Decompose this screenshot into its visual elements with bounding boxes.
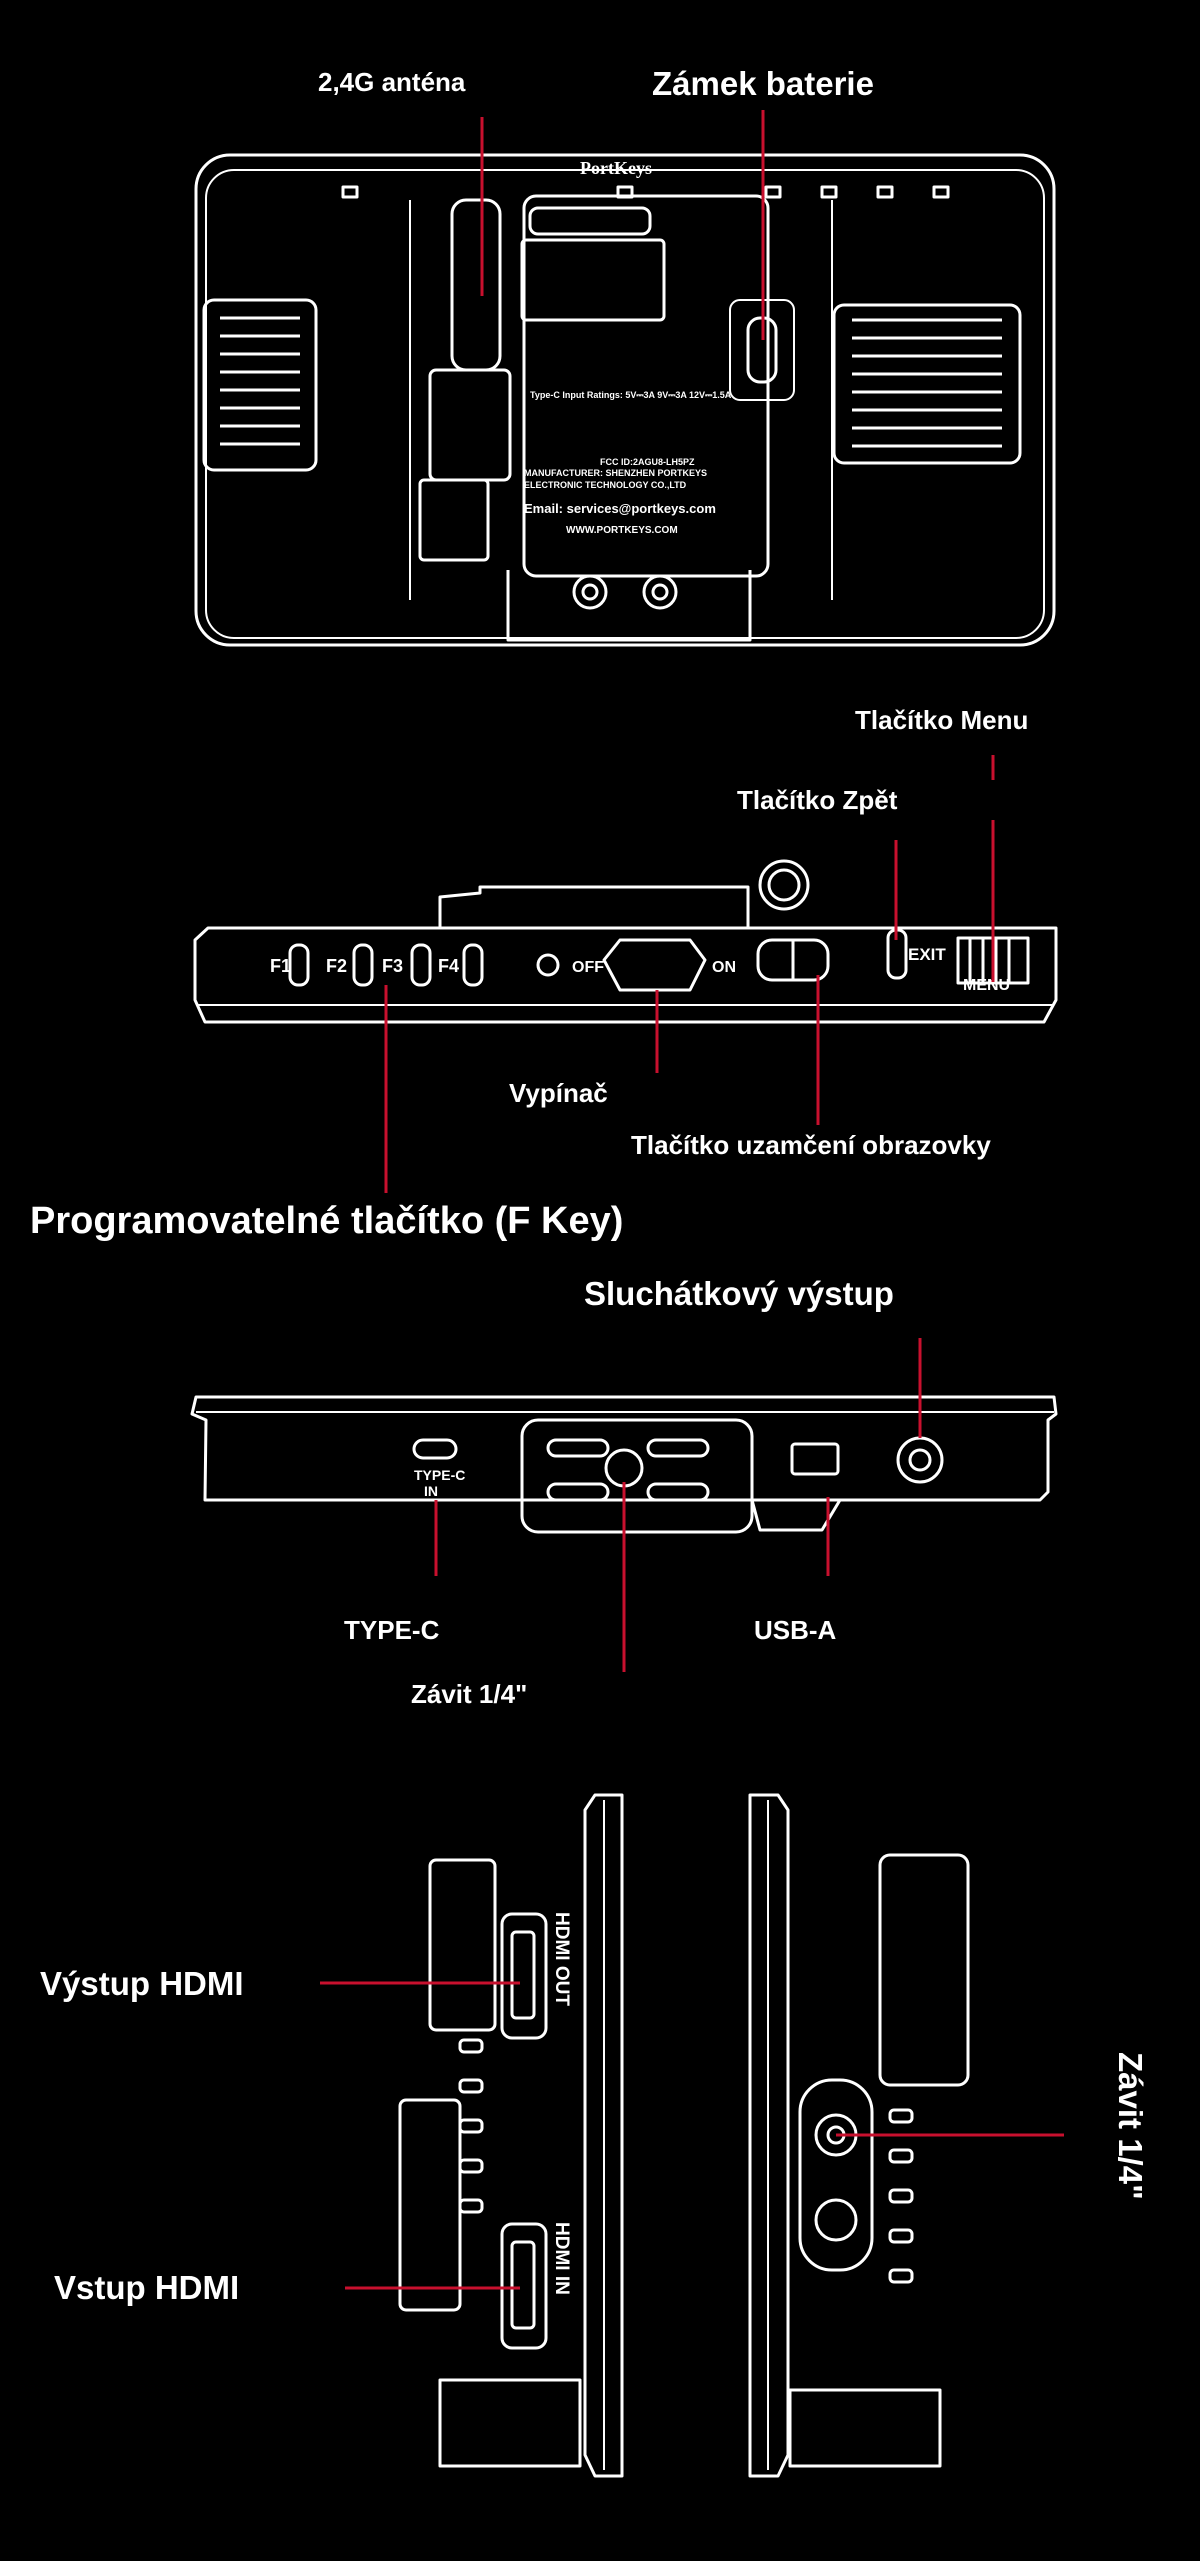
hdmi-out-text: HDMI OUT [551,1912,572,2006]
leader-lines [320,100,1064,2290]
label-antenna: 2,4G anténa [312,62,607,102]
menu-text: MENU [963,977,1010,994]
right-vent [832,303,1022,465]
label-back-button: Tlačítko Zpět [731,780,995,820]
label-thread-bottom: Závit 1/4" [405,1672,826,1716]
label-usb-a: USB-A [748,1610,902,1650]
email-text: Email: services@portkeys.com [524,501,716,516]
label-type-c: TYPE-C [338,1610,510,1650]
off-text: OFF [572,959,604,976]
top-edge-view [193,859,1058,1024]
left-side-view [398,1793,624,2478]
back-view [194,153,1056,647]
label-thread-side-box: Závit 1/4" [1078,1912,1170,2324]
brand-text: PortKeys [580,158,652,178]
label-battery-lock: Zámek baterie [646,58,910,110]
type-c-port-text: TYPE-C [414,1467,465,1483]
right-side-view [748,1793,970,2478]
website-text: WWW.PORTKEYS.COM [566,525,678,536]
left-vent [202,298,318,472]
label-f-key: Programovatelné tlačítko (F Key) [24,1193,710,1249]
label-screen-lock: Tlačítko uzamčení obrazovky [625,1125,1035,1165]
f3-text: F3 [382,956,403,976]
fcc-id-text: FCC ID:2AGU8-LH5PZ [600,457,695,467]
label-hdmi-out: Výstup HDMI [34,1958,320,2010]
f2-text: F2 [326,956,347,976]
f4-text: F4 [438,956,459,976]
type-c-in-text: IN [424,1483,438,1499]
label-menu-button: Tlačítko Menu [849,700,1131,740]
antenna-body [418,198,512,562]
on-text: ON [712,959,736,976]
manufacturer-text: MANUFACTURER: SHENZHEN PORTKEYS [524,468,707,478]
f1-text: F1 [270,956,291,976]
input-ratings-text: Type-C Input Ratings: 5V⎓3A 9V⎓3A 12V⎓1.… [530,390,732,400]
exit-text: EXIT [908,945,946,964]
label-hdmi-in: Vstup HDMI [48,2262,300,2314]
manufacturer2-text: ELECTRONIC TECHNOLOGY CO.,LTD [524,480,687,490]
label-headphone-out: Sluchátkový výstup [578,1268,1126,1320]
hdmi-in-text: HDMI IN [551,2222,572,2295]
label-power-switch: Vypínač [503,1073,792,1113]
battery-plate [506,194,770,642]
label-thread-side: Závit 1/4" [1112,2052,1149,2200]
